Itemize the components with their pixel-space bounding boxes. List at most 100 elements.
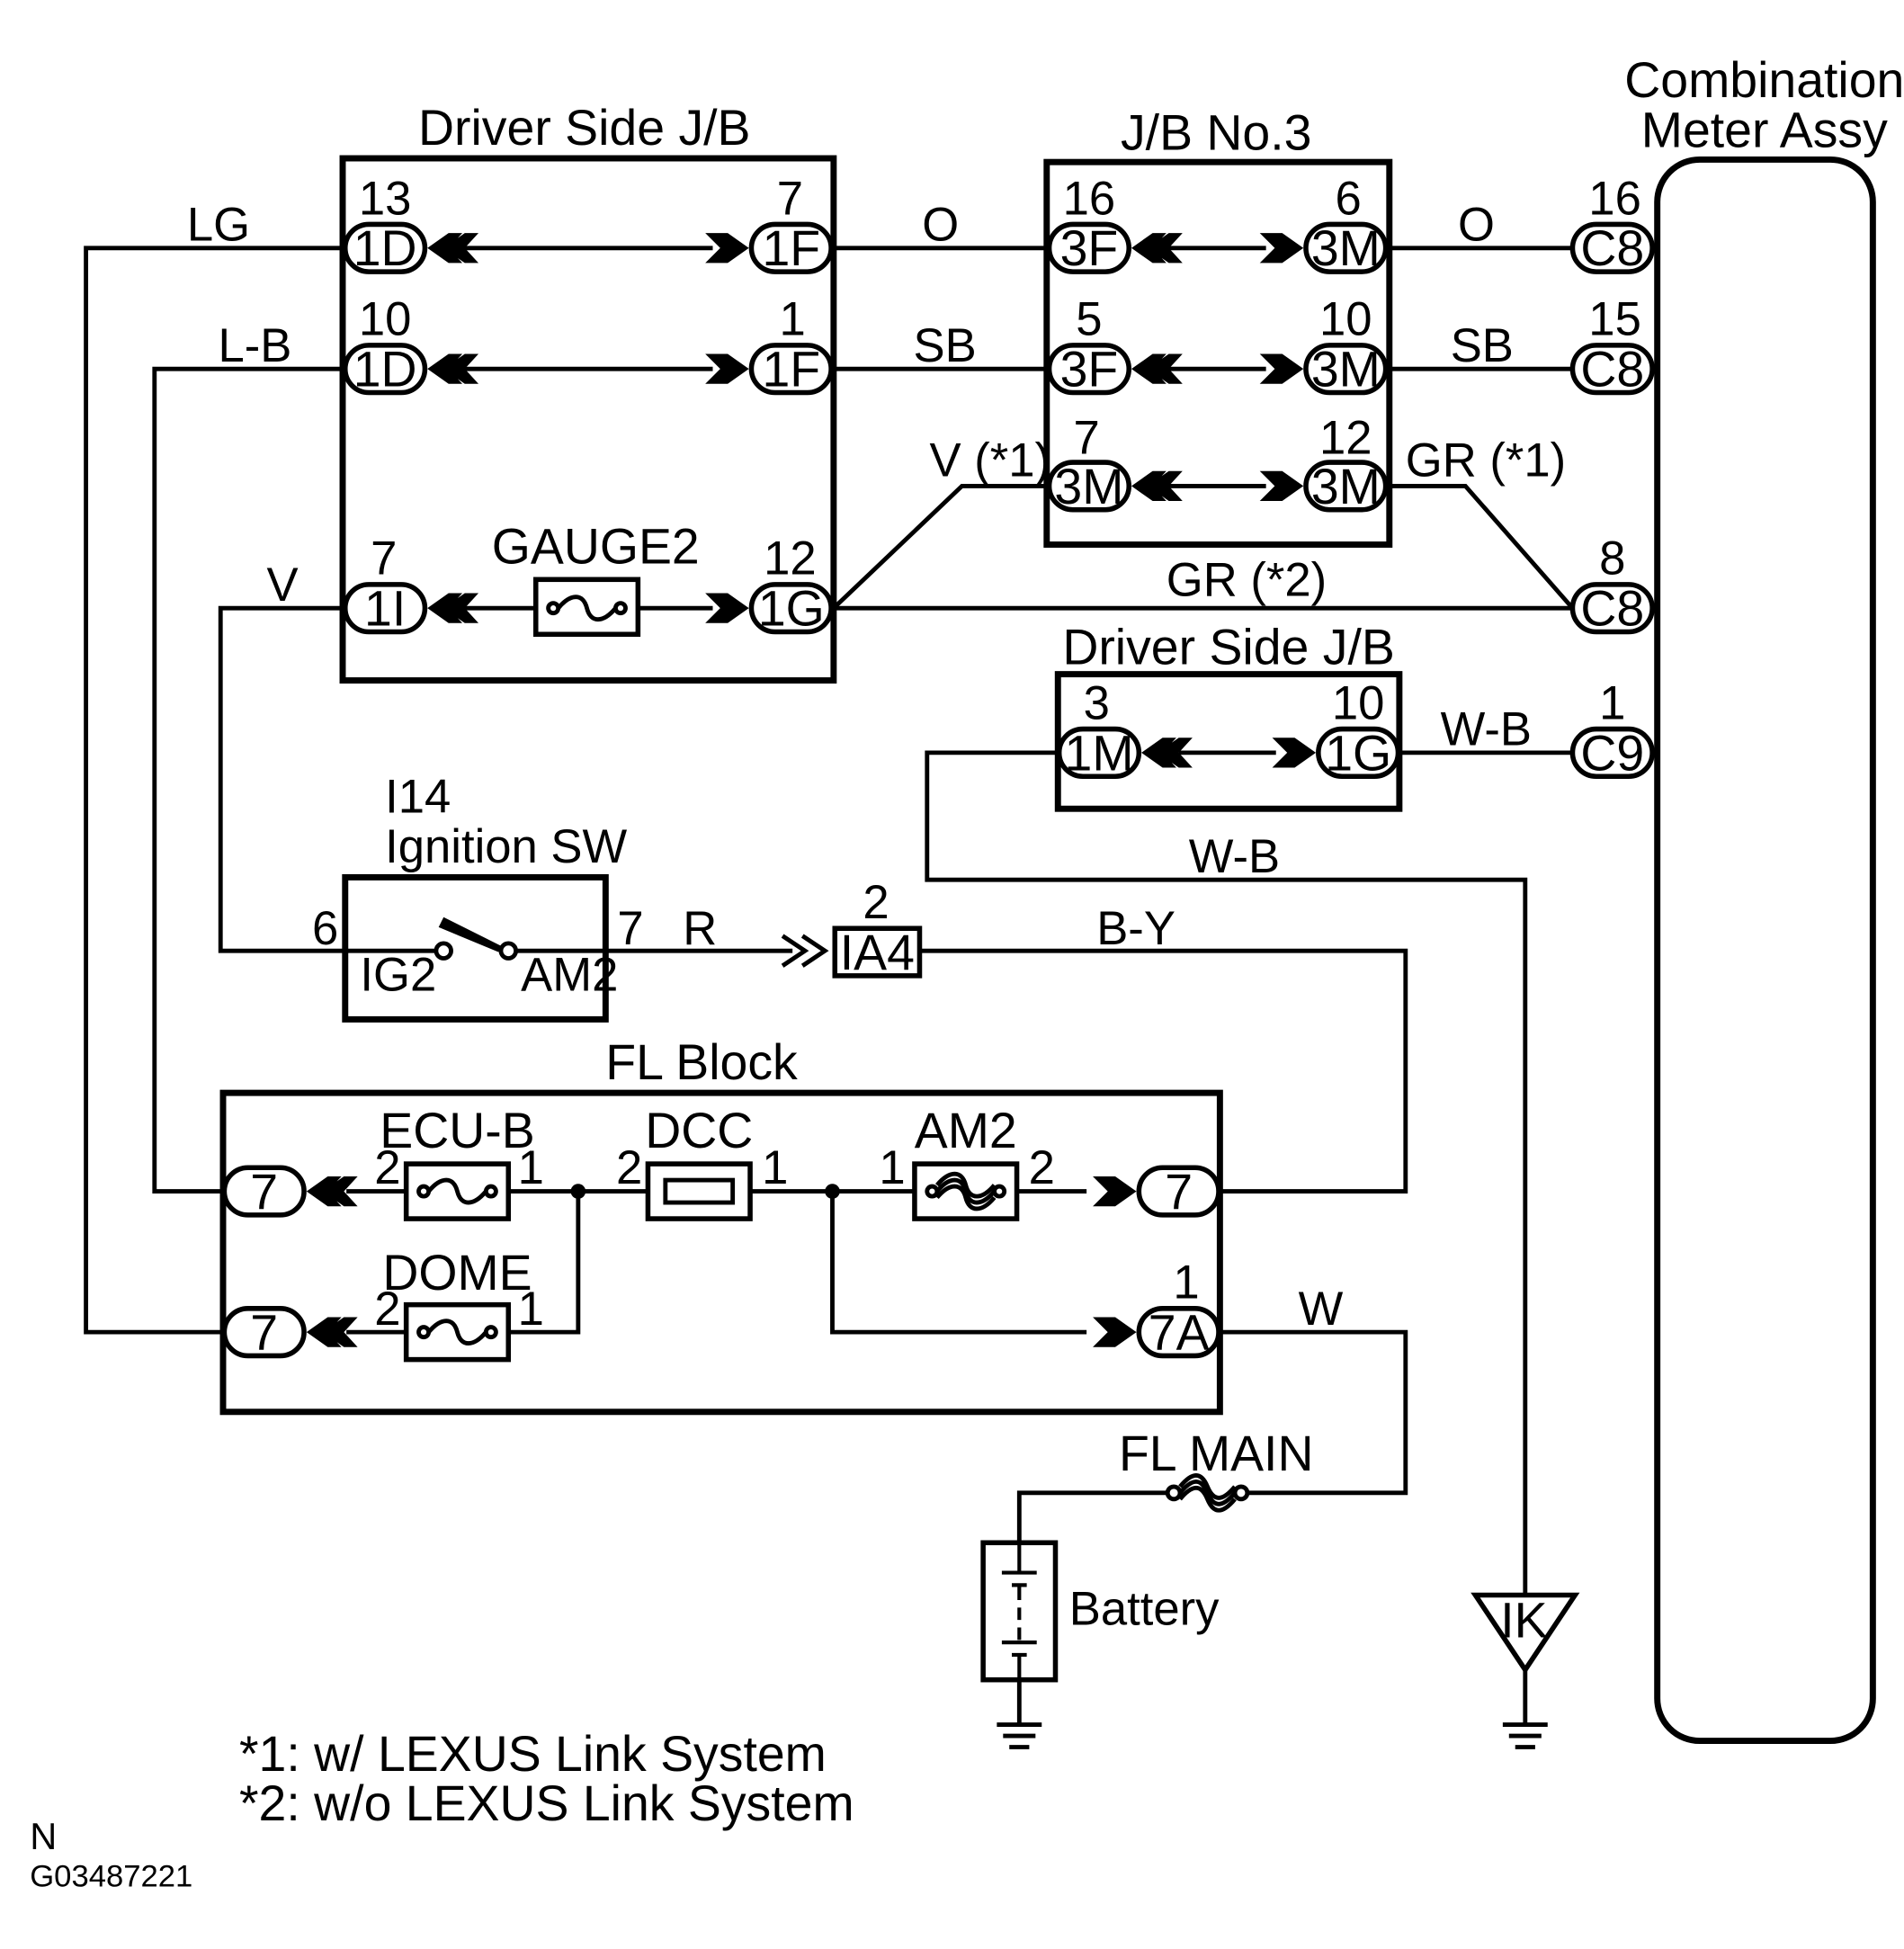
- svg-text:1G: 1G: [758, 581, 825, 637]
- arrow-left: [427, 593, 479, 623]
- fuse-ecu-b: ECU-B 2 1: [374, 1103, 544, 1221]
- arrow-open-ia4: [781, 934, 829, 968]
- arrow-right: [1259, 233, 1304, 264]
- svg-text:2: 2: [374, 1283, 400, 1336]
- connector-3f-16: 16 3F: [1046, 172, 1132, 276]
- wire-label-gr2: GR (*2): [1167, 553, 1327, 606]
- arrow-left: [1131, 353, 1183, 384]
- connector-c9-1: 1 C9: [1569, 676, 1655, 781]
- connector-3m-12: 12 3M: [1303, 411, 1389, 514]
- connector-1g-12: 12 1G: [748, 532, 834, 637]
- svg-text:AM2: AM2: [915, 1103, 1017, 1158]
- meter-assy-box: [1654, 156, 1876, 1745]
- meter-title-2: Meter Assy: [1641, 103, 1888, 158]
- arrow-left: [306, 1317, 358, 1347]
- connector-3m-6: 6 3M: [1303, 172, 1389, 276]
- svg-text:7: 7: [777, 172, 803, 225]
- jb-mid-title: Driver Side J/B: [1062, 620, 1394, 675]
- fuses: GAUGE2 ECU-B 2 1 DCC 2 1 AM2: [374, 518, 1314, 1513]
- svg-text:7: 7: [1165, 1164, 1193, 1220]
- svg-text:3: 3: [1084, 676, 1110, 729]
- arrow-right: [1259, 470, 1304, 502]
- connector-1g-10: 10 1G: [1316, 676, 1401, 781]
- ground-battery: [997, 1722, 1042, 1749]
- svg-text:16: 16: [1588, 172, 1641, 225]
- connector-c8-15: 15 C8: [1569, 293, 1655, 398]
- note-2: *2: w/o LEXUS Link System: [239, 1775, 854, 1831]
- svg-text:3M: 3M: [1311, 342, 1381, 398]
- svg-text:1D: 1D: [353, 220, 417, 276]
- wires: [84, 246, 1575, 1725]
- battery-label: Battery: [1069, 1583, 1220, 1636]
- wire-label-o2: O: [1458, 198, 1495, 251]
- svg-text:10: 10: [1319, 293, 1372, 346]
- terminal-arrows: [306, 233, 1317, 1347]
- svg-text:IA4: IA4: [840, 925, 915, 980]
- wire-label-w: W: [1299, 1283, 1344, 1336]
- arrow-right: [705, 233, 749, 264]
- svg-text:1: 1: [1599, 676, 1625, 729]
- svg-text:FL MAIN: FL MAIN: [1119, 1426, 1314, 1481]
- switch-terminal: [498, 941, 519, 961]
- fl-link: [346, 1191, 581, 1335]
- svg-text:2: 2: [1029, 1141, 1055, 1194]
- connector-1i-7: 7 1I: [343, 532, 428, 637]
- connector-3f-5: 5 3F: [1046, 293, 1132, 398]
- svg-text:1F: 1F: [762, 220, 820, 276]
- connector-7a-1: 1 7A: [1136, 1256, 1221, 1361]
- arrow-right: [1259, 353, 1304, 384]
- arrow-right: [1272, 738, 1317, 768]
- connector-1d-13: 13 1D: [343, 172, 428, 276]
- arrow-left: [1131, 233, 1183, 264]
- svg-text:7: 7: [371, 532, 397, 586]
- wire-wb2: [925, 750, 1528, 1598]
- jb-top-box: [339, 155, 837, 684]
- svg-text:7A: 7A: [1149, 1305, 1210, 1361]
- connector-fl-7-left-bottom: 7: [221, 1305, 307, 1361]
- wire-lg: [84, 246, 344, 1335]
- svg-text:7: 7: [617, 902, 643, 955]
- wire-label-lg: LG: [187, 198, 250, 251]
- svg-text:3F: 3F: [1060, 220, 1119, 276]
- svg-text:C9: C9: [1580, 725, 1644, 781]
- connector-3m-7: 7 3M: [1046, 411, 1132, 514]
- switch-terminal: [434, 941, 453, 961]
- fuse-dome: DOME 2 1: [374, 1245, 544, 1363]
- wire-label-wb2: W-B: [1189, 830, 1280, 883]
- svg-text:10: 10: [1332, 676, 1385, 729]
- svg-text:15: 15: [1588, 293, 1641, 346]
- svg-text:ECU-B: ECU-B: [380, 1103, 534, 1158]
- ignition-title: Ignition SW: [385, 820, 627, 873]
- arrow-left: [427, 233, 479, 264]
- svg-text:1: 1: [518, 1141, 544, 1194]
- arrow-right: [705, 593, 749, 623]
- svg-text:IG2: IG2: [360, 949, 436, 1002]
- svg-text:1: 1: [762, 1141, 788, 1194]
- battery: Battery: [980, 1540, 1220, 1683]
- connectors: 13 1D 7 1F 10 1D 1 1F 7 1I 12 1G: [221, 172, 1655, 1361]
- svg-text:12: 12: [1319, 411, 1372, 464]
- footer-code: G03487221: [30, 1860, 192, 1894]
- connector-1f-1: 1 1F: [748, 293, 834, 398]
- jb3-box: [1043, 158, 1393, 548]
- wire-label-wb1: W-B: [1441, 703, 1532, 756]
- wire-label-lb: L-B: [218, 319, 291, 372]
- svg-text:1: 1: [780, 293, 806, 346]
- svg-text:DOME: DOME: [382, 1245, 532, 1301]
- svg-text:1: 1: [518, 1283, 544, 1336]
- wire-label-v1: V (*1): [930, 434, 1051, 487]
- connector-1d-10: 10 1D: [343, 293, 428, 398]
- svg-text:1D: 1D: [353, 342, 417, 398]
- svg-text:2: 2: [616, 1141, 642, 1194]
- svg-text:16: 16: [1063, 172, 1116, 225]
- svg-text:8: 8: [1599, 532, 1625, 586]
- svg-text:GAUGE2: GAUGE2: [492, 518, 700, 574]
- svg-text:6: 6: [1335, 172, 1361, 225]
- svg-text:3M: 3M: [1054, 459, 1123, 514]
- ignition-switch: 6 7 IG2 AM2: [312, 902, 644, 1001]
- arrow-right: [1093, 1176, 1137, 1207]
- svg-text:C8: C8: [1580, 342, 1644, 398]
- jb-top-title: Driver Side J/B: [418, 100, 750, 156]
- arrow-right: [1093, 1317, 1137, 1347]
